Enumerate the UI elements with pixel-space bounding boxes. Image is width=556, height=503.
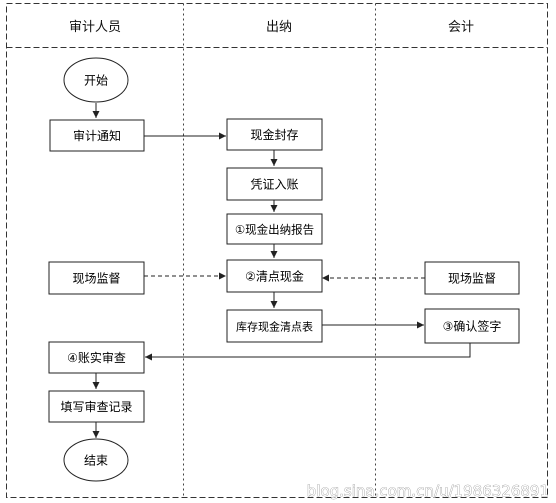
node-confirm-sign-label: ③确认签字 [443,319,502,334]
node-onsite-left-label: 现场监督 [72,271,120,286]
node-fill-record-label: 填写审查记录 [60,399,132,414]
node-start: 开始 [63,57,129,103]
node-voucher-post: 凭证入账 [226,167,323,201]
node-seal-cash-label: 现金封存 [250,127,298,142]
node-onsite-left: 现场监督 [48,261,145,295]
lane-header-accountant: 会计 [448,20,474,35]
node-end: 结束 [63,438,129,482]
watermark-text: blog.sina.com.cn/u/1986326891 [307,482,549,500]
node-fill-record: 填写审查记录 [48,390,145,423]
node-voucher-post-label: 凭证入账 [250,177,298,192]
node-inventory-list-label: 库存现金清点表 [236,320,313,334]
node-start-label: 开始 [84,74,108,88]
node-notice-label: 审计通知 [73,128,121,143]
diagram-frame [6,3,548,498]
node-cash-report-label: ①现金出纳报告 [235,223,314,237]
node-count-cash: ②清点现金 [226,259,323,293]
node-verify: ④账实审查 [48,341,145,374]
node-onsite-right-label: 现场监督 [448,271,496,286]
lane-header-cashier: 出纳 [266,20,292,35]
lane-header-auditor: 审计人员 [69,20,121,35]
node-count-cash-label: ②清点现金 [245,269,304,284]
node-end-label: 结束 [84,454,108,468]
node-notice: 审计通知 [49,119,145,152]
connectors [92,103,471,438]
node-verify-label: ④账实审查 [67,350,126,365]
edge-confirm-to-verify [145,343,471,361]
node-seal-cash: 现金封存 [226,118,323,151]
node-inventory-list: 库存现金清点表 [226,309,323,343]
node-cash-report: ①现金出纳报告 [226,213,323,245]
node-confirm-sign: ③确认签字 [424,308,520,344]
node-onsite-right: 现场监督 [424,261,520,295]
